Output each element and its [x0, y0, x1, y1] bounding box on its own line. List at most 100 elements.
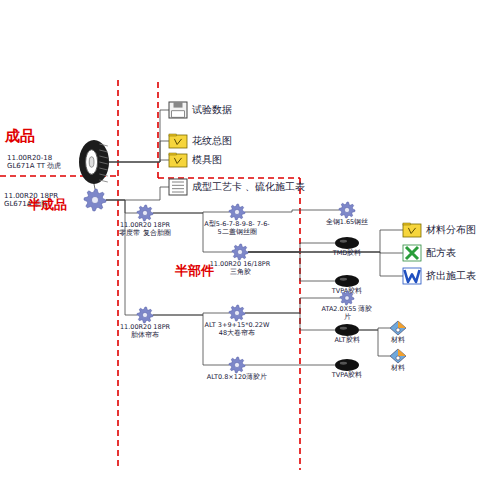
node-label: 材料分布图 [426, 224, 496, 235]
node-label: 配方表 [426, 247, 496, 258]
node-label: 模具图 [192, 154, 272, 165]
tire-tread [99, 162, 107, 164]
node-icon [339, 202, 355, 218]
gear-hub [237, 249, 242, 254]
node-label: TMD胶料 [322, 250, 372, 258]
folder-tab [169, 134, 176, 136]
stage-label: 成品 [5, 127, 35, 146]
folder-tab [169, 153, 176, 155]
document-node: 挤出施工表 [403, 268, 421, 284]
material-icon-dot [396, 328, 400, 332]
node-icon [169, 102, 187, 118]
document-line [172, 192, 184, 193]
node-icon [137, 307, 153, 323]
connector-line [94, 184, 95, 189]
material-icon [390, 349, 406, 363]
node-label: ALT胶料 [322, 337, 372, 345]
node-icon [403, 245, 421, 261]
document-node: 材料 [390, 321, 406, 335]
gear-icon [232, 244, 248, 260]
node-icon [335, 324, 359, 336]
node-icon [137, 205, 153, 221]
compound-node: ALT胶料 [335, 324, 359, 336]
connector-line [109, 110, 169, 162]
node-icon [403, 268, 421, 284]
node-label: 成型工艺卡 、硫化施工表 [192, 181, 322, 192]
node-icon [84, 189, 106, 211]
node-icon [79, 140, 109, 184]
document-line [172, 185, 184, 186]
gear-hub [234, 310, 239, 315]
floppy-shutter [174, 102, 183, 108]
node-icon [169, 153, 187, 167]
document-node: 11.00R20-18 GL671A TT 劲虎 [79, 140, 109, 184]
gear-hub [345, 296, 349, 300]
gear-icon [340, 291, 354, 305]
material-icon-dot [396, 356, 400, 360]
gear-icon [229, 204, 245, 220]
node-icon [229, 204, 245, 220]
node-icon [390, 321, 406, 335]
gear-hub [91, 196, 98, 203]
connector-line [248, 243, 335, 252]
tire-icon [79, 140, 109, 184]
node-icon [229, 305, 245, 321]
folder-mark [174, 139, 181, 145]
folder-mark [408, 228, 415, 234]
compound-node: TMD胶料 [335, 237, 359, 249]
document-app-mark [405, 270, 420, 282]
node-label: ALT 3+9+15*0.22W 48大卷帘布 [203, 322, 271, 338]
floppy-label [172, 111, 185, 117]
node-icon [169, 134, 187, 148]
rubber-icon [335, 237, 359, 249]
connector-line [245, 365, 335, 366]
node-label: 11.00R20 18PR 胎体帘布 [117, 324, 173, 340]
node-icon [340, 291, 354, 305]
connector-line [106, 187, 169, 200]
floppy-icon [169, 102, 187, 118]
tire-hub [89, 157, 94, 168]
rubber-shine [340, 278, 347, 281]
tire-tread [99, 144, 107, 146]
document-node: 配方表 [403, 245, 421, 261]
node-label: ATA2.0X55 薄胶片 [319, 306, 375, 322]
node-label: 材料 [383, 364, 413, 372]
rubber-icon [335, 324, 359, 336]
tire-tread [99, 156, 107, 158]
stage-label: 半部件 [175, 262, 214, 280]
connector-line [245, 210, 339, 212]
rubber-shine [340, 327, 347, 330]
stage-label: 半成品 [28, 196, 67, 214]
gear-icon [339, 202, 355, 218]
gear-icon [229, 357, 245, 373]
document-node: 模具图 [169, 153, 187, 167]
node-label: 材料 [383, 336, 413, 344]
rubber-icon [335, 359, 359, 371]
node-icon [169, 179, 187, 195]
component-gear-node: A型5-6-7-8-9-8- 7-6-5二盖钢丝圈 [229, 204, 245, 220]
node-icon [232, 244, 248, 260]
document-node: 成型工艺卡 、硫化施工表 [169, 179, 187, 195]
tire-tread [99, 168, 107, 170]
component-gear-node: 11.00R20 16/18PR 三角胶 [232, 244, 248, 260]
tire-tread [99, 180, 107, 182]
gear-hub [234, 362, 239, 367]
folder-icon [169, 135, 187, 148]
connector-line [248, 230, 403, 252]
gear-icon [137, 205, 153, 221]
material-icon-part [398, 349, 406, 356]
document-line [172, 188, 184, 189]
node-icon [403, 223, 421, 237]
component-gear-node: ALT0.8×120薄胶片 [229, 357, 245, 373]
component-gear-node: ALT 3+9+15*0.22W 48大卷帘布 [229, 305, 245, 321]
spreadsheet-icon [403, 245, 421, 261]
node-label: A型5-6-7-8-9-8- 7-6-5二盖钢丝圈 [204, 221, 270, 237]
node-label: 花纹总图 [192, 135, 272, 146]
tire-tread [99, 174, 107, 176]
rubber-shine [340, 362, 347, 365]
node-icon [390, 349, 406, 363]
rubber-icon [335, 275, 359, 287]
gear-hub [234, 209, 239, 214]
node-label: TVPA胶料 [322, 372, 372, 380]
